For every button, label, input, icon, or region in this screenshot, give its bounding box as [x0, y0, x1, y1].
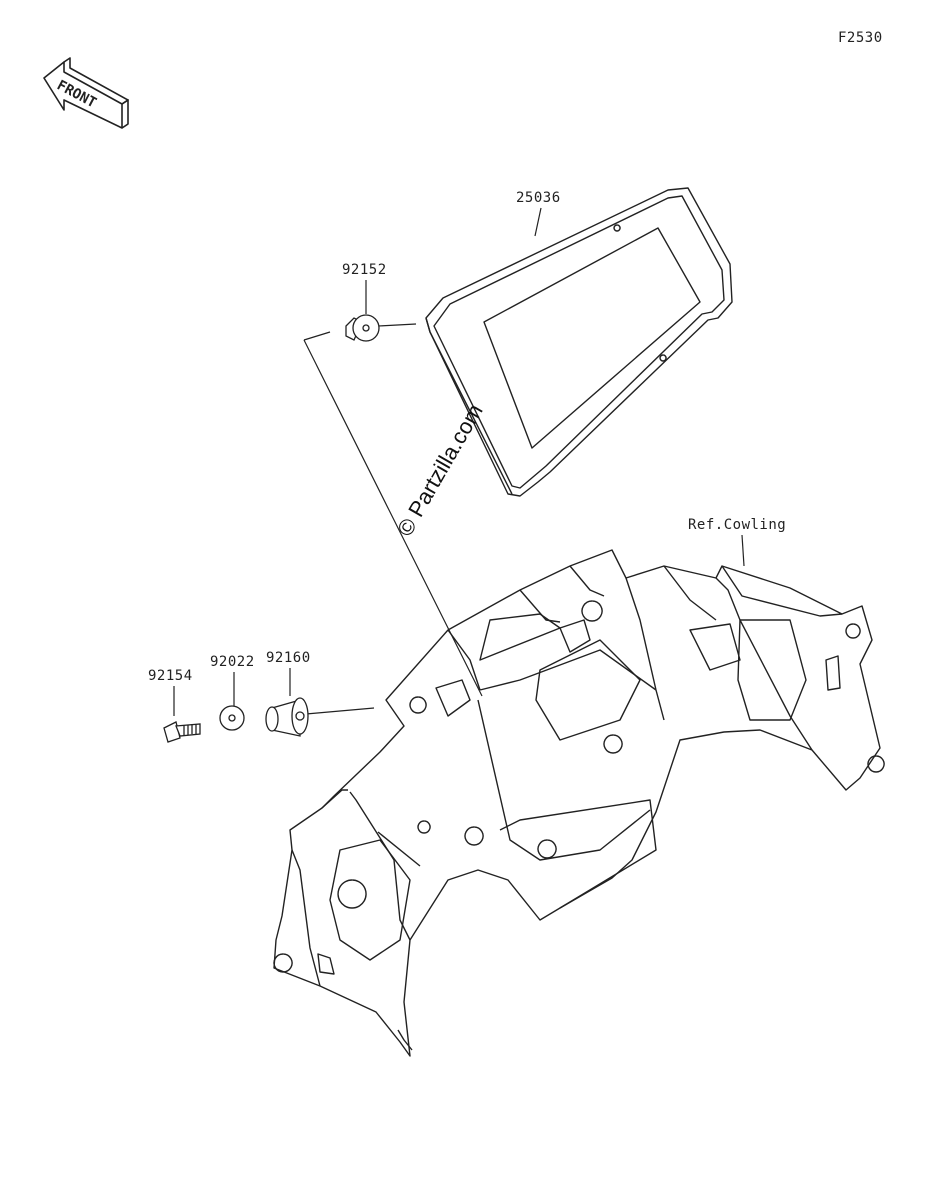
- part-label-bolt: 92154: [148, 668, 193, 684]
- part-label-washer: 92022: [210, 654, 255, 670]
- part-label-damper-top: 92152: [342, 262, 387, 278]
- front-arrow-icon: FRONT: [43, 57, 129, 129]
- part-label-cowling-ref: Ref.Cowling: [688, 517, 787, 533]
- part-label-meter: 25036: [516, 190, 561, 206]
- damper-92152-icon: [345, 314, 380, 342]
- part-label-damper-bottom: 92160: [266, 650, 311, 666]
- damper-92160-icon: [265, 697, 309, 737]
- cowling-bracket: [273, 549, 885, 1057]
- meter-assembly: [425, 187, 733, 497]
- washer-92022-icon: [219, 705, 245, 731]
- leader-lines: [173, 207, 745, 716]
- figure-code: F2530: [838, 30, 883, 46]
- bolt-92154-icon: [163, 721, 201, 743]
